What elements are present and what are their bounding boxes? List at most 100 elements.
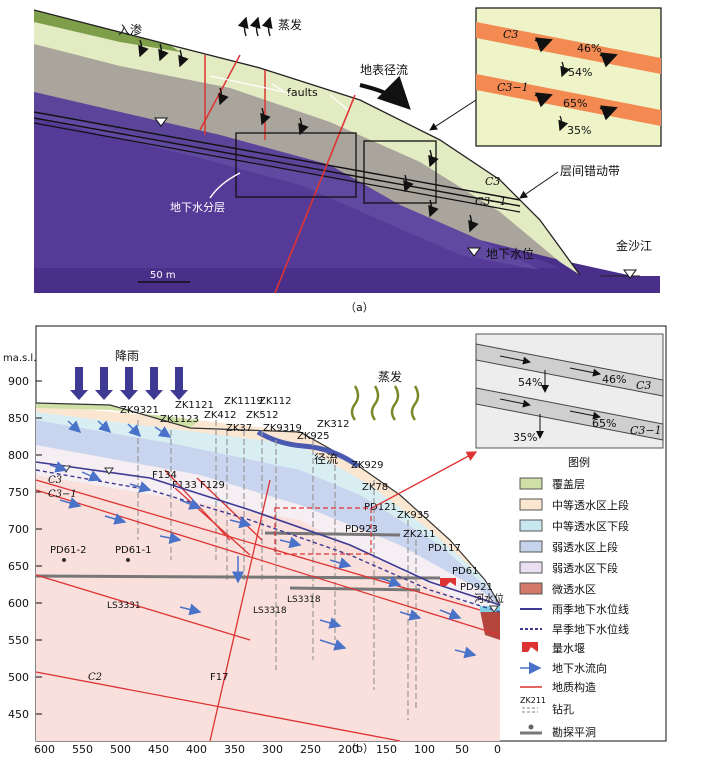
faults-label: faults bbox=[287, 86, 318, 99]
panel-a: 蒸发 入渗 地表径流 faults C3 C3−1 层间错动带 地下水分层 地下… bbox=[33, 6, 670, 314]
borehole: PD61 bbox=[452, 566, 478, 577]
inset-a-c3: C3 bbox=[503, 28, 518, 41]
x-tick: 350 bbox=[224, 743, 245, 756]
borehole: ZK1119 bbox=[224, 396, 263, 407]
legend-item: 地质构造 bbox=[552, 680, 596, 694]
legend-item: 覆盖层 bbox=[552, 477, 585, 491]
y-tick: 550 bbox=[8, 634, 29, 647]
y-tick: 800 bbox=[8, 449, 29, 462]
caption-b: （b） bbox=[345, 742, 374, 755]
cover-zone-b bbox=[36, 403, 200, 428]
x-axis: 600 550 500 450 400 350 300 250 200 150 … bbox=[34, 743, 501, 756]
detail-box bbox=[274, 507, 372, 555]
inset-b-54: 54% bbox=[518, 376, 542, 389]
layer-label: C3 bbox=[48, 475, 62, 486]
fault-line bbox=[274, 94, 356, 294]
band-c3 bbox=[33, 111, 521, 201]
y-tick: 500 bbox=[8, 671, 29, 684]
y-tick: 450 bbox=[8, 708, 29, 721]
inset-a: C3 46% 54% C3−1 65% 35% bbox=[429, 7, 662, 147]
layer-label: C3−1 bbox=[48, 489, 77, 500]
legend-borehole-sample: ZK211 bbox=[520, 696, 546, 705]
legend-item: 雨季地下水位线 bbox=[552, 602, 629, 616]
borehole-lines bbox=[137, 420, 417, 720]
runoff-arrow-b bbox=[256, 429, 360, 469]
evaporation-label-b: 蒸发 bbox=[378, 369, 402, 384]
y-axis: 900 850 800 750 700 650 600 550 500 450 bbox=[8, 375, 42, 721]
groundwater-layer-label: 地下水分层 bbox=[170, 201, 225, 214]
medium-lower-zone bbox=[36, 410, 490, 590]
band-c3-1 bbox=[33, 122, 521, 213]
legend-item: 量水堰 bbox=[552, 642, 585, 655]
groundwater-level-label: 地下水位 bbox=[486, 246, 534, 261]
fault-line bbox=[199, 54, 241, 131]
borehole: ZK925 bbox=[297, 431, 330, 442]
rainfall-label: 降雨 bbox=[115, 349, 139, 363]
x-tick: 250 bbox=[300, 743, 321, 756]
x-tick: 200 bbox=[338, 743, 359, 756]
inset-b-65: 65% bbox=[592, 417, 616, 430]
water-level-marker bbox=[467, 247, 481, 257]
fault-label: F17 bbox=[210, 672, 228, 683]
legend-item: 弱透水区上段 bbox=[552, 540, 618, 554]
surface-runoff-label: 地表径流 bbox=[360, 63, 408, 77]
panel-b: ma.s.l. 900 850 800 750 700 650 600 550 … bbox=[3, 325, 667, 756]
borehole: ZK112 bbox=[259, 396, 292, 407]
inset-b-c3: C3 bbox=[636, 379, 651, 392]
inset-b-46: 46% bbox=[602, 373, 626, 386]
zoom-box-1 bbox=[235, 132, 357, 198]
fault-label: F133 bbox=[172, 480, 197, 491]
borehole-labels: ZK9321 ZK1121 ZK1123 ZK1119 ZK112 ZK412 … bbox=[120, 396, 493, 593]
inset-a-c31: C3−1 bbox=[497, 81, 529, 94]
c3-label-a: C3 bbox=[485, 175, 500, 188]
x-tick: 550 bbox=[72, 743, 93, 756]
interlayer-zone-label: 层间错动带 bbox=[560, 164, 620, 178]
river-level-label: 河水位 bbox=[474, 592, 504, 605]
legend-item: 地下水流向 bbox=[552, 661, 607, 675]
inset-b-35: 35% bbox=[513, 431, 537, 444]
legend-item: 中等透水区上段 bbox=[552, 498, 629, 512]
y-tick: 700 bbox=[8, 523, 29, 536]
inset-a-54: 54% bbox=[568, 66, 592, 79]
y-tick: 850 bbox=[8, 412, 29, 425]
y-tick: 600 bbox=[8, 597, 29, 610]
fault-label: F129 bbox=[200, 480, 225, 491]
adit bbox=[264, 531, 401, 537]
legend-item: 钻孔 bbox=[552, 702, 574, 716]
legend-item: 中等透水区下段 bbox=[552, 519, 629, 533]
x-tick: 0 bbox=[494, 743, 501, 756]
adit-label: PD61-2 bbox=[50, 545, 86, 556]
groundwater-flow-arrows bbox=[49, 420, 477, 659]
adit-label: PD61-1 bbox=[115, 545, 151, 556]
layer-label: C2 bbox=[88, 672, 102, 683]
evaporation-arrows-b bbox=[350, 385, 420, 421]
infiltration-label: 入渗 bbox=[118, 22, 142, 37]
x-tick: 600 bbox=[34, 743, 55, 756]
ls-label: LS3331 bbox=[107, 601, 141, 611]
borehole: ZK929 bbox=[351, 460, 384, 471]
y-tick: 900 bbox=[8, 375, 29, 388]
evaporation-label-a: 蒸发 bbox=[278, 17, 302, 32]
inset-a-46: 46% bbox=[577, 42, 601, 55]
x-tick: 150 bbox=[376, 743, 397, 756]
runoff-label: 径流 bbox=[314, 452, 338, 466]
borehole: ZK935 bbox=[397, 510, 430, 521]
legend: 图例 覆盖层 中等透水区上段 中等透水区下段 弱透水区上段 弱透水区下段 微透水… bbox=[519, 455, 629, 739]
medium-upper-zone bbox=[36, 405, 485, 580]
weir-marker bbox=[440, 578, 456, 586]
x-tick: 450 bbox=[148, 743, 169, 756]
ls-label: LS3318 bbox=[253, 606, 287, 616]
caption-a: （a） bbox=[345, 301, 374, 314]
zoom-box-2 bbox=[363, 140, 437, 204]
borehole: ZK1121 bbox=[175, 400, 214, 411]
borehole: ZK37 bbox=[226, 423, 252, 434]
x-tick: 50 bbox=[455, 743, 469, 756]
borehole: ZK312 bbox=[317, 419, 350, 430]
borehole: ZK78 bbox=[362, 482, 388, 493]
legend-item: 勘探平洞 bbox=[552, 726, 596, 739]
borehole: ZK512 bbox=[246, 410, 279, 421]
cover-layer bbox=[34, 10, 580, 275]
borehole: PD117 bbox=[428, 543, 461, 554]
x-tick: 100 bbox=[414, 743, 435, 756]
inset-a-35: 35% bbox=[567, 124, 591, 137]
